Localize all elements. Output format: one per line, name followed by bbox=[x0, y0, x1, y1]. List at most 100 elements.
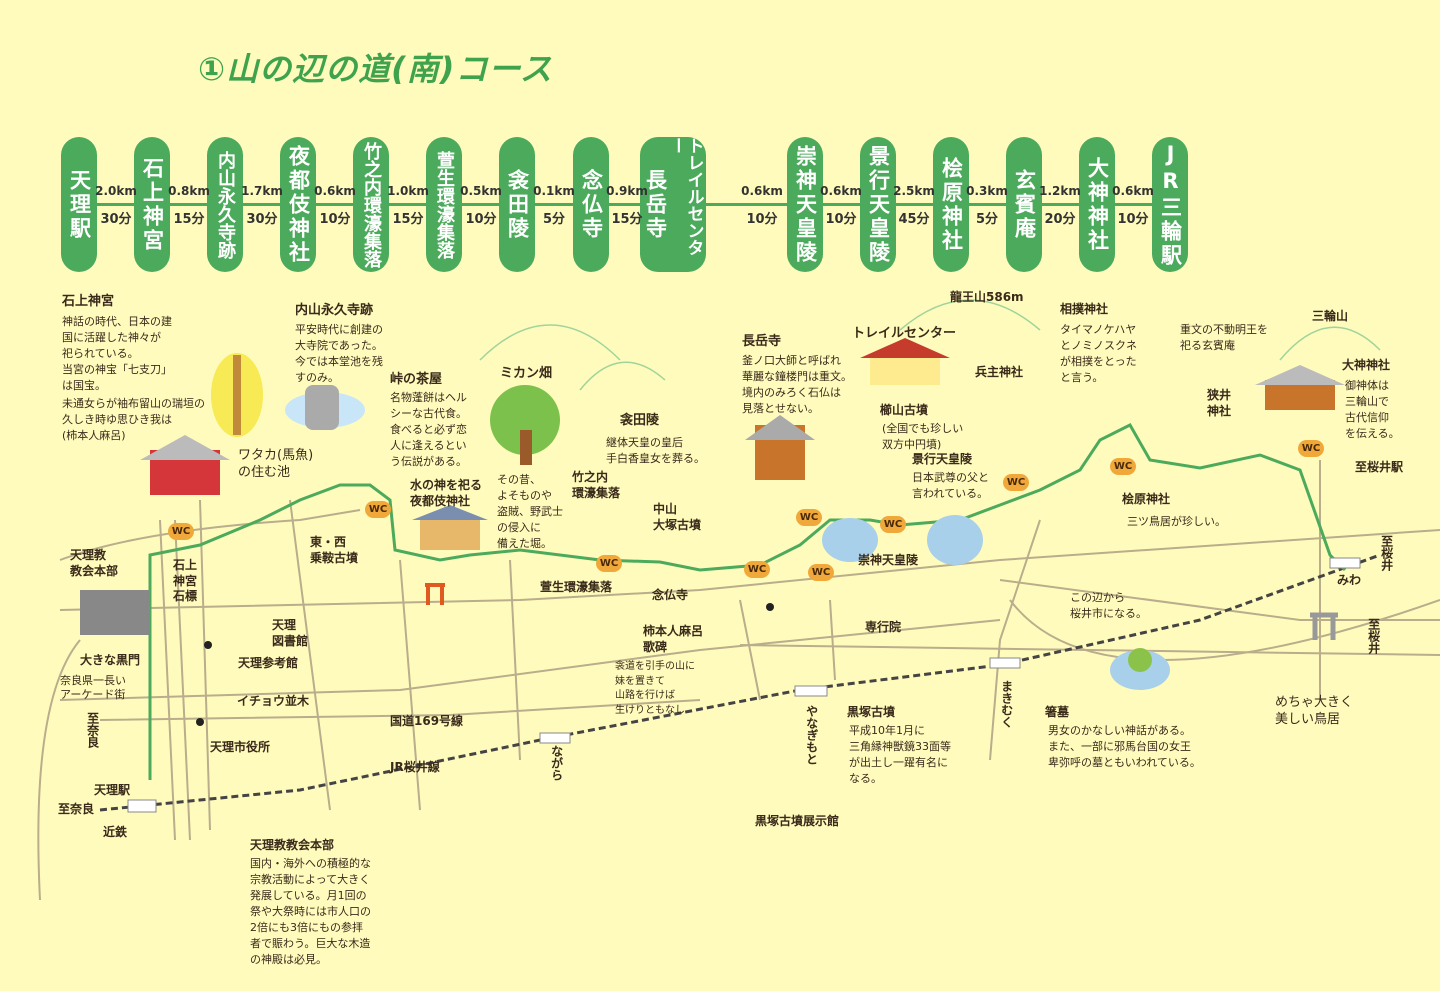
course-station: 桧原神社 bbox=[933, 137, 969, 272]
course-segment: 0.9km 15分 bbox=[602, 184, 652, 227]
nenbutsuji-label: 念仏寺 bbox=[652, 588, 689, 602]
stations-marks bbox=[127, 557, 1361, 813]
course-station: 夜都伎神社 bbox=[280, 137, 316, 272]
norikura-label: 東・西 乗鞍古墳 bbox=[310, 535, 359, 565]
wc-icon: WC bbox=[168, 523, 194, 540]
segment-time: 15分 bbox=[611, 212, 643, 227]
course-station: 萱生環濠集落 bbox=[426, 137, 462, 272]
kurozuka-body: 平成10年1月に 三角縁神獣鏡33面等 が出土し一躍有名に なる。 bbox=[849, 724, 951, 785]
takenouchi-label: 竹之内 環濠集落 bbox=[572, 470, 621, 500]
yanagimoto-station: やなぎもと bbox=[804, 705, 819, 765]
hyozu-label: 兵主神社 bbox=[975, 365, 1024, 379]
wc-icon: WC bbox=[880, 516, 906, 533]
to-nara-vertical: 至奈良 bbox=[85, 712, 100, 748]
chogakuji-title: 長岳寺 bbox=[742, 334, 782, 349]
route169-label: 国道169号線 bbox=[390, 714, 464, 728]
tenrikyo-body: 国内・海外への積極的な 宗教活動によって大きく 発展している。月1回の 祭や大祭… bbox=[250, 857, 371, 966]
segment-time: 15分 bbox=[173, 212, 205, 227]
tenrikyo-title: 天理教教会本部 bbox=[250, 838, 335, 852]
cityhall-label: 天理市役所 bbox=[210, 740, 271, 754]
course-station: 大神神社 bbox=[1079, 137, 1115, 272]
landmark-icons bbox=[80, 338, 1345, 726]
segment-time: 10分 bbox=[746, 212, 778, 227]
tenrikyo-small-label: 天理教 教会本部 bbox=[70, 548, 119, 578]
course-diagram: 天理駅石上神宮内山永久寺跡夜都伎神社竹之内環濠集落萱生環濠集落衾田陵念仏寺長岳寺… bbox=[0, 0, 1440, 290]
segment-time: 10分 bbox=[319, 212, 351, 227]
tenri-station-label: 天理駅 bbox=[94, 783, 131, 797]
kuromon-label: 大きな黒門 bbox=[80, 653, 141, 667]
wc-icon: WC bbox=[1298, 440, 1324, 457]
station-label: 長岳寺 bbox=[643, 168, 668, 241]
segment-distance: 0.6km bbox=[314, 184, 356, 198]
isonokami-poem: 未通女らが袖布留山の瑞垣の 久しき時ゆ思ひき我は (柿本人麻呂) bbox=[62, 397, 205, 442]
wataka-label: ワタカ(馬魚) の住む池 bbox=[238, 448, 314, 480]
kayu-label: 萱生環濠集落 bbox=[540, 580, 613, 594]
hills bbox=[479, 299, 1381, 391]
sumo-body: タイマノケハヤ とノミノスクネ が相撲をとった と言う。 bbox=[1060, 323, 1137, 384]
segment-distance: 0.6km bbox=[1112, 184, 1154, 198]
segment-distance: 0.9km bbox=[606, 184, 648, 198]
hori-label: その昔、 よそものや 盗賊、野武士 の侵入に 備えた堀。 bbox=[497, 473, 563, 550]
uchiyama-body: 平安時代に創建の 大寺院であった。 今では本堂池を残 すのみ。 bbox=[295, 323, 383, 384]
uchiyama-title: 内山永久寺跡 bbox=[295, 303, 374, 318]
station-label: トレイルセンター bbox=[666, 137, 704, 256]
nakayama-label: 中山 大塚古墳 bbox=[653, 502, 702, 532]
segment-distance: 1.2km bbox=[1039, 184, 1081, 198]
segment-time: 15分 bbox=[392, 212, 424, 227]
hashihaka-title: 箸墓 bbox=[1045, 705, 1070, 719]
to-sakurai-2: 至桜井 bbox=[1366, 618, 1381, 654]
course-station: 石上神宮 bbox=[134, 137, 170, 272]
course-station: 天理駅 bbox=[61, 137, 97, 272]
segment-distance: 2.5km bbox=[893, 184, 935, 198]
genpin-label: 重文の不動明王を 祀る玄賓庵 bbox=[1180, 323, 1268, 352]
isonokami-title: 石上神宮 bbox=[62, 294, 115, 309]
miwa-station: みわ bbox=[1337, 573, 1362, 587]
ryuo-label: 龍王山586m bbox=[950, 290, 1024, 304]
course-station: 崇神天皇陵 bbox=[787, 137, 823, 272]
keiko-title: 景行天皇陵 bbox=[912, 452, 973, 466]
hibara-body: 三ツ鳥居が珍しい。 bbox=[1127, 515, 1226, 528]
nagara-station: ながら bbox=[549, 745, 564, 781]
course-segment: 0.6km 10分 bbox=[737, 184, 787, 227]
sakurai-city-note: この辺から 桜井市になる。 bbox=[1070, 591, 1147, 620]
jr-line-label: JR桜井線 bbox=[390, 760, 440, 774]
course-segment: 2.5km 45分 bbox=[889, 184, 939, 227]
yatogi-label: 水の神を祀る 夜都伎神社 bbox=[410, 478, 483, 508]
segment-distance: 0.6km bbox=[741, 184, 783, 198]
course-segment: 0.6km 10分 bbox=[1108, 184, 1158, 227]
segment-time: 30分 bbox=[100, 212, 132, 227]
makimuku-station: まきむく bbox=[999, 680, 1014, 728]
segment-time: 5分 bbox=[542, 212, 566, 227]
kushiyama-body: (全国でも珍しい 双方中円墳) bbox=[882, 422, 964, 451]
fusumada-title: 衾田陵 bbox=[620, 413, 660, 428]
chaya-body: 名物蓬餅はヘル シーな古代食。 食べると必ず恋 人に逢えるとい う伝説がある。 bbox=[390, 391, 467, 468]
course-station: 内山永久寺跡 bbox=[207, 137, 243, 272]
miwayama-label: 三輪山 bbox=[1312, 309, 1349, 323]
railway-line bbox=[99, 553, 1381, 812]
wc-icon: WC bbox=[1003, 474, 1029, 491]
course-station: 景行天皇陵 bbox=[860, 137, 896, 272]
segment-time: 10分 bbox=[465, 212, 497, 227]
segment-distance: 1.7km bbox=[241, 184, 283, 198]
segment-time: 45分 bbox=[898, 212, 930, 227]
to-sakurai-station: 至桜井駅 bbox=[1355, 460, 1404, 474]
kurozuka-museum: 黒塚古墳展示館 bbox=[755, 814, 840, 828]
to-sakurai-1: 至桜井 bbox=[1379, 535, 1394, 571]
icho-label: イチョウ並木 bbox=[237, 694, 310, 708]
omiwa-title: 大神神社 bbox=[1342, 358, 1391, 372]
segment-time: 5分 bbox=[975, 212, 999, 227]
sengyoin-label: 専行院 bbox=[865, 620, 902, 634]
segment-distance: 0.3km bbox=[966, 184, 1008, 198]
segment-distance: 0.6km bbox=[820, 184, 862, 198]
course-station: 玄賓庵 bbox=[1006, 137, 1042, 272]
segment-time: 10分 bbox=[1117, 212, 1149, 227]
segment-distance: 0.1km bbox=[533, 184, 575, 198]
wc-icon: WC bbox=[796, 509, 822, 526]
course-segment: 0.6km 10分 bbox=[310, 184, 360, 227]
